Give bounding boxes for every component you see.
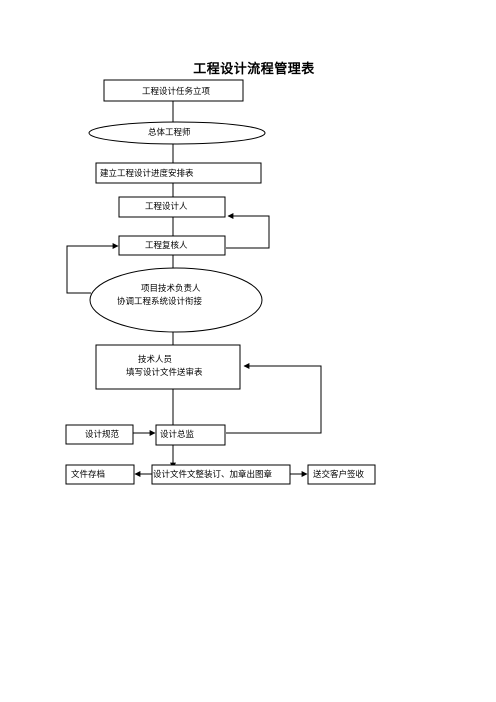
page-title: 工程设计流程管理表 (0, 58, 496, 77)
node-chief-engineer-label: 总体工程师 (148, 127, 191, 138)
node-client-sign: 送交客户签收 (307, 464, 376, 485)
node-schedule: 建立工程设计进度安排表 (95, 162, 262, 184)
node-archive: 文件存档 (65, 464, 135, 485)
node-designer: 工程设计人 (118, 196, 226, 218)
page-title-text: 工程设计流程管理表 (193, 62, 315, 77)
node-bind-stamp-label: 设计文件文整装订、加章出图章 (153, 469, 273, 480)
loop-techlead-to-reviewer (66, 243, 119, 294)
node-tech-staff-line2: 填写设计文件送审表 (126, 367, 203, 378)
node-archive-label: 文件存档 (71, 469, 105, 480)
loop-review-to-staff (226, 363, 322, 434)
node-reviewer: 工程复核人 (118, 235, 226, 256)
node-tech-lead-line1: 项目技术负责人 (141, 283, 201, 294)
node-project-setup: 工程设计任务立项 (103, 79, 244, 102)
node-schedule-label: 建立工程设计进度安排表 (100, 168, 194, 179)
node-reviewer-label: 工程复核人 (145, 240, 188, 251)
loop-reviewer-to-designer (226, 213, 270, 249)
node-tech-staff: 技术人员 填写设计文件送审表 (95, 344, 241, 390)
node-bind-stamp: 设计文件文整装订、加章出图章 (151, 464, 291, 485)
node-design-spec-label: 设计规范 (85, 429, 120, 440)
node-project-setup-label: 工程设计任务立项 (142, 86, 211, 97)
node-design-review: 设计总监 (155, 424, 226, 446)
node-tech-lead: 项目技术负责人 协调工程系统设计衔接 (89, 267, 263, 333)
node-design-review-label: 设计总监 (160, 429, 195, 440)
node-client-sign-label: 送交客户签收 (313, 469, 365, 480)
node-design-spec: 设计规范 (65, 424, 134, 445)
connectors (66, 101, 322, 477)
node-tech-lead-line2: 协调工程系统设计衔接 (117, 296, 203, 307)
node-tech-staff-line1: 技术人员 (138, 354, 172, 365)
node-designer-label: 工程设计人 (145, 201, 188, 212)
node-chief-engineer: 总体工程师 (88, 121, 266, 145)
